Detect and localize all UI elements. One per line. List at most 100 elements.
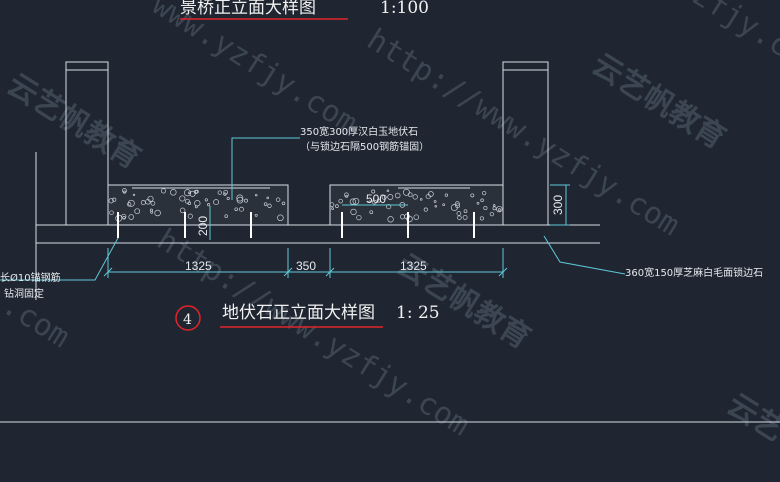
hatch-speck <box>463 209 468 214</box>
dim-500: 500 <box>366 192 386 206</box>
watermark-url: www.yzfjy.com <box>146 0 364 141</box>
hatch-speck <box>407 192 413 198</box>
hatch-speck <box>371 189 376 194</box>
dimension-lines <box>103 184 570 278</box>
hatch-speck <box>123 190 127 194</box>
hatch-speck <box>150 200 156 206</box>
hatch-speck <box>236 196 244 204</box>
hatch-speck <box>412 194 418 200</box>
watermark-url: zfjy.com <box>686 0 780 83</box>
detail-number: 4 <box>183 312 192 328</box>
leader-lines <box>0 137 626 281</box>
hatch-speck <box>352 197 360 205</box>
hatch-speck <box>122 216 126 220</box>
hatch-speck <box>277 214 284 222</box>
top-title: 景桥正立面大样图 <box>180 0 316 18</box>
hatch-speck <box>481 190 487 196</box>
hatch-speck <box>263 202 268 206</box>
annotation-rebar: 长Ø10锚钢筋 <box>0 271 61 284</box>
hatch-speck <box>132 193 136 197</box>
hatch-speck <box>356 214 362 221</box>
hatch-speck <box>179 195 186 202</box>
dim-350: 350 <box>296 259 316 273</box>
hatch-speck <box>489 211 495 217</box>
hatch-speck <box>184 198 190 204</box>
hatch-speck <box>207 203 211 207</box>
hatch-speck <box>480 198 484 203</box>
hatch-speck <box>275 197 281 202</box>
hatch-speck <box>425 193 431 200</box>
hatch-speck <box>350 208 357 216</box>
hatch-speck <box>345 194 349 198</box>
hatch-speck <box>254 193 258 197</box>
hatch-speck <box>376 198 381 203</box>
hatch-speck <box>194 200 201 207</box>
hatch-speck <box>187 213 193 219</box>
annotation-drill: 钻洞固定 <box>4 287 44 300</box>
hatch-speck <box>368 200 371 203</box>
detail-title: 地伏石正立面大样图 <box>222 303 375 323</box>
watermark-brand: 云艺帆教育 <box>1 67 147 176</box>
hatch-speck <box>109 210 114 215</box>
hatch-speck <box>184 189 192 197</box>
hatch-speck <box>444 193 449 197</box>
hatch-speck <box>226 196 230 200</box>
watermark-brand: 云艺帆教育 <box>586 47 732 156</box>
dim-1325-right: 1325 <box>400 259 427 273</box>
hatch-speck <box>476 201 480 205</box>
hatch-speck <box>433 200 437 203</box>
hatch-speck <box>281 201 286 206</box>
hatch-speck <box>121 188 127 194</box>
hatch-speck <box>127 202 132 207</box>
hatch-speck <box>234 207 238 211</box>
hatch-speck <box>127 199 135 207</box>
dim-300: 300 <box>551 195 565 215</box>
hatch-speck <box>128 214 134 220</box>
hatch-speck <box>193 189 198 194</box>
hatch-speck <box>496 205 503 213</box>
hatch-speck <box>369 210 374 215</box>
hatch-speck <box>239 206 244 212</box>
hatch-speck <box>223 192 227 196</box>
anchor-bars <box>117 212 475 238</box>
hatch-speck <box>470 193 475 198</box>
hatch-speck <box>423 207 428 212</box>
hatch-speck <box>329 202 335 207</box>
hatch-speck <box>160 188 167 194</box>
hatch-speck <box>254 213 258 217</box>
hatch-speck <box>479 216 484 221</box>
detail-scale: 1: 25 <box>396 303 440 323</box>
hatch-speck <box>223 189 229 195</box>
hatch-speck <box>179 207 186 214</box>
concrete-hatch <box>108 188 503 223</box>
hatch-speck <box>456 211 462 216</box>
hatch-speck <box>386 189 390 193</box>
detail-number-circle <box>175 305 201 331</box>
hatch-speck <box>492 204 496 207</box>
watermark-brand: 云艺 <box>721 387 780 448</box>
hatch-speck <box>483 205 488 211</box>
ground-stone-left <box>107 184 289 226</box>
hatch-speck <box>170 189 177 196</box>
hatch-speck <box>402 188 410 196</box>
hatch-speck <box>266 196 269 200</box>
hatch-speck <box>399 214 406 220</box>
hatch-speck <box>224 214 228 218</box>
hatch-speck <box>394 192 401 199</box>
hatch-speck <box>457 215 462 220</box>
hatch-speck <box>108 198 114 204</box>
hatch-speck <box>455 203 461 209</box>
hatch-speck <box>154 209 161 217</box>
annotation-edge-stone: 360宽150厚芝麻白毛面锁边石 <box>625 266 763 279</box>
top-scale: 1:100 <box>380 0 429 18</box>
hatch-speck <box>434 204 438 208</box>
hatch-speck <box>413 214 420 220</box>
hatch-speck <box>134 208 141 215</box>
hatch-speck <box>204 198 208 202</box>
hatch-speck <box>381 194 387 200</box>
hatch-speck <box>419 198 423 201</box>
hatch-speck <box>112 197 117 202</box>
hatch-speck <box>335 204 339 208</box>
hatch-speck <box>454 201 460 207</box>
